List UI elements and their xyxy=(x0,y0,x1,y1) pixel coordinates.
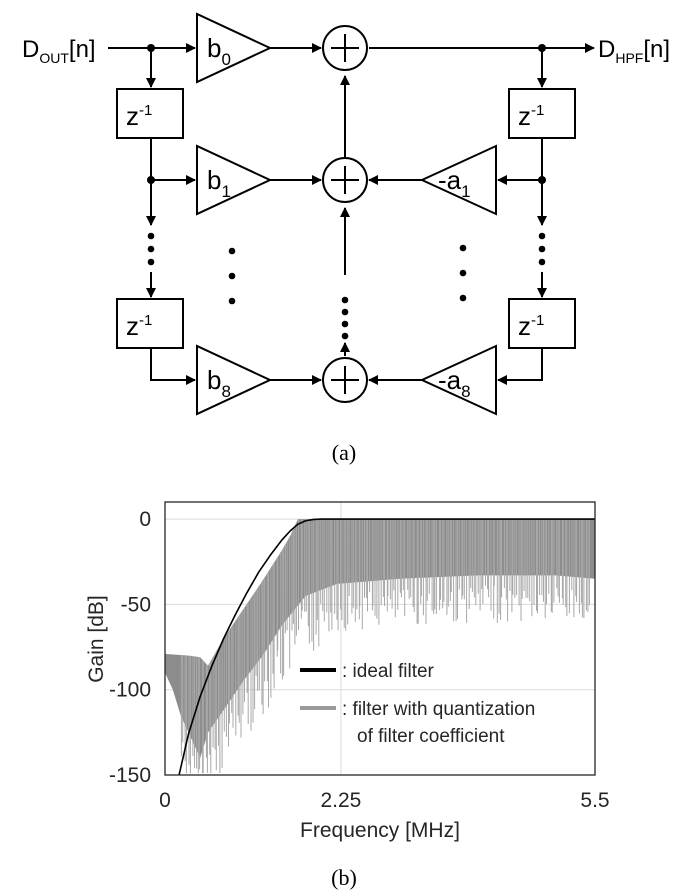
x-tick-label: 5.5 xyxy=(580,789,609,812)
junction-dot xyxy=(538,44,546,52)
series xyxy=(165,518,595,776)
filter-block-diagram: z-1 z-1 z-1 z-1 b0 b1 b8 -a1 -a8 xyxy=(22,12,670,465)
sum-node-0 xyxy=(322,25,368,71)
y-axis-label: Gain [dB] xyxy=(85,595,108,683)
svg-text:b1: b1 xyxy=(207,165,231,201)
gain-b1: b1 xyxy=(196,144,273,216)
junction-dot xyxy=(147,176,155,184)
delay-right-2: z-1 xyxy=(508,298,576,349)
chart-caption: (b) xyxy=(331,865,357,890)
legend-label-quantized-line2: of filter coefficient xyxy=(357,726,505,747)
svg-text:z-1: z-1 xyxy=(126,311,152,341)
junction-dot xyxy=(538,176,546,184)
y-tick-label: -150 xyxy=(109,764,151,787)
plot-frame xyxy=(164,501,596,776)
gain-b0: b0 xyxy=(196,12,273,84)
junction-dot xyxy=(147,44,155,52)
sum-node-8 xyxy=(322,357,368,403)
x-axis-label: Frequency [MHz] xyxy=(300,819,460,842)
svg-text:-a1: -a1 xyxy=(438,165,471,201)
delay-left-2: z-1 xyxy=(116,298,184,349)
quantized-filter-spikes xyxy=(180,519,590,774)
delay-left-1: z-1 xyxy=(116,88,184,139)
ticks: 0 2.25 5.5 0 -50 -100 -150 xyxy=(109,508,610,812)
legend-label-quantized: : filter with quantization xyxy=(342,699,535,720)
junction-dots xyxy=(147,44,546,184)
sum-node-1 xyxy=(322,157,368,203)
input-label: DOUT[n] xyxy=(22,36,96,66)
svg-text:b0: b0 xyxy=(207,33,231,69)
legend-label-ideal: : ideal filter xyxy=(342,661,435,682)
ellipsis-dots xyxy=(147,232,546,340)
delay-right-1: z-1 xyxy=(508,88,576,139)
y-tick-label: -50 xyxy=(121,593,151,616)
gain-a1: -a1 xyxy=(419,144,497,216)
y-tick-label: -100 xyxy=(109,679,151,702)
svg-text:z-1: z-1 xyxy=(518,101,544,131)
frequency-response-chart: 0 2.25 5.5 0 -50 -100 -150 : ideal filter : fi… xyxy=(85,501,610,890)
gain-a8: -a8 xyxy=(419,344,497,416)
output-label: DHPF[n] xyxy=(598,36,670,66)
x-tick-label: 2.25 xyxy=(320,789,361,812)
svg-text:z-1: z-1 xyxy=(126,101,152,131)
ideal-filter-line xyxy=(178,518,595,776)
y-tick-label: 0 xyxy=(139,508,151,531)
diagram-caption: (a) xyxy=(332,440,356,465)
svg-text:-a8: -a8 xyxy=(438,365,471,401)
gain-b8: b8 xyxy=(196,344,273,416)
svg-text:b8: b8 xyxy=(207,365,231,401)
x-tick-label: 0 xyxy=(159,789,171,812)
svg-text:z-1: z-1 xyxy=(518,311,544,341)
legend: : ideal filter : filter with quantizatio… xyxy=(300,661,535,747)
